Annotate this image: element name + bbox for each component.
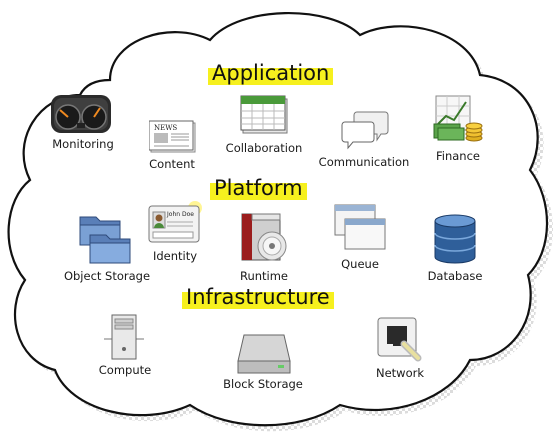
finance-label: Finance [436,149,480,163]
folders-icon [79,216,131,264]
runtime-label: Runtime [239,269,289,283]
highlight [182,292,334,309]
collaboration-label: Collaboration [225,141,303,155]
newspaper-icon: NEWS [149,120,196,153]
queue-label: Queue [341,257,379,271]
highlight [210,183,307,200]
money-chart-icon [433,95,483,142]
speech-bubbles-icon [341,111,389,150]
compute-label: Compute [98,363,152,377]
database-label: Database [427,269,483,283]
gauge-icon [51,95,111,133]
object-storage-label: Object Storage [63,269,151,283]
windows-icon [334,204,386,250]
communication-label: Communication [318,155,410,169]
network-label: Network [375,366,425,380]
newspaper-masthead: NEWS [154,124,177,132]
application-heading: Application [208,61,334,85]
monitoring-label: Monitoring [52,137,114,151]
database-icon [434,214,476,264]
calendar-icon [240,95,288,134]
identity-label: Identity [152,249,198,263]
network-port-icon [377,317,422,362]
id-card-name: John Doe [166,211,194,218]
content-label: Content [149,157,195,171]
id-card-icon: John Doe [148,201,202,243]
runtime-box-icon [241,213,287,261]
hard-drive-icon [237,334,291,374]
highlight [208,68,334,85]
infrastructure-heading: Infrastructure [182,285,334,309]
block-storage-label: Block Storage [223,377,303,391]
platform-heading: Platform [210,176,307,200]
server-tower-icon [104,314,144,360]
